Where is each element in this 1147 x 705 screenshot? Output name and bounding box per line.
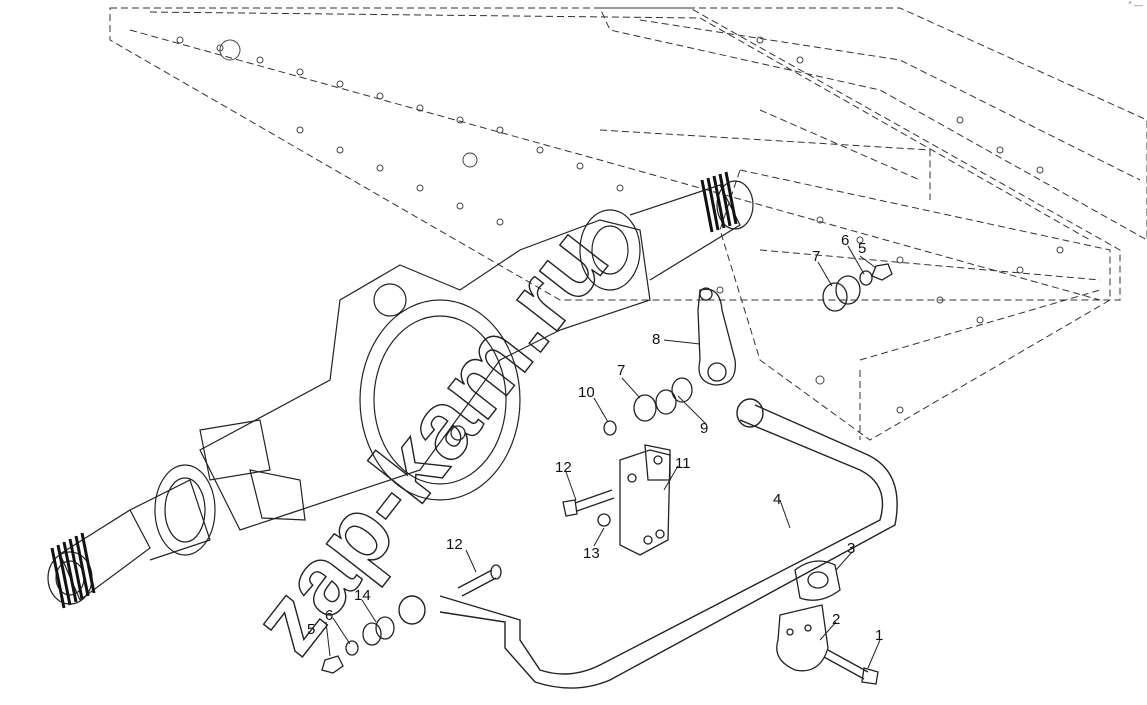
callout-7-middle: 7 <box>617 362 625 379</box>
part-3-bushing <box>794 560 841 601</box>
axle-housing <box>47 180 754 605</box>
callout-12-lower: 12 <box>446 536 463 553</box>
part-12-bolt-lower <box>457 564 502 597</box>
part-4-stabilizer-bar <box>398 398 898 689</box>
callout-5-lower: 5 <box>307 621 315 638</box>
frame-holes <box>176 36 1064 414</box>
corner-mark: ″ — <box>1128 0 1143 10</box>
callout-7-top: 7 <box>812 248 820 265</box>
callout-12-upper: 12 <box>555 459 572 476</box>
vehicle-frame <box>109 7 1147 441</box>
callout-4: 4 <box>773 491 781 508</box>
callout-14: 14 <box>354 587 371 604</box>
callout-2: 2 <box>832 611 840 628</box>
hardware-small-parts <box>321 263 893 674</box>
part-1-bolt <box>823 649 879 685</box>
callout-6-lower: 6 <box>325 607 333 624</box>
part-2-clamp <box>776 604 829 672</box>
callout-1: 1 <box>875 627 883 644</box>
callout-9: 9 <box>700 420 708 437</box>
callout-10: 10 <box>578 384 595 401</box>
callout-5-top: 5 <box>858 240 866 257</box>
part-8-link-arm <box>697 287 736 386</box>
callout-3: 3 <box>847 540 855 557</box>
callout-6-top: 6 <box>841 232 849 249</box>
part-12-bolt-upper <box>562 489 615 517</box>
callout-11: 11 <box>675 455 691 472</box>
callout-leaders <box>325 245 881 669</box>
callout-8: 8 <box>652 331 660 348</box>
hub-threads <box>50 171 738 609</box>
callout-13: 13 <box>583 545 600 562</box>
part-11-bracket <box>619 444 671 556</box>
callout-labels: 1 2 3 4 5 6 7 8 7 9 10 11 12 13 12 14 5 … <box>307 232 883 644</box>
